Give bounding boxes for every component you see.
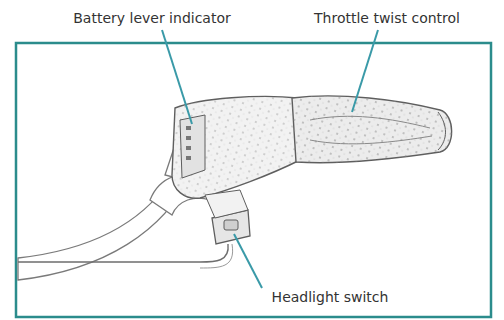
wire [200, 244, 233, 268]
part-label: Headlight switch [272, 288, 389, 306]
leader-line [162, 30, 378, 288]
wire [18, 244, 228, 262]
throttle-grip [292, 96, 452, 163]
part-label: Battery lever indicator [73, 9, 231, 27]
headlight-switch [205, 190, 250, 244]
frame [16, 43, 491, 317]
part-label: Throttle twist control [314, 9, 460, 27]
switch-housing [172, 96, 300, 198]
